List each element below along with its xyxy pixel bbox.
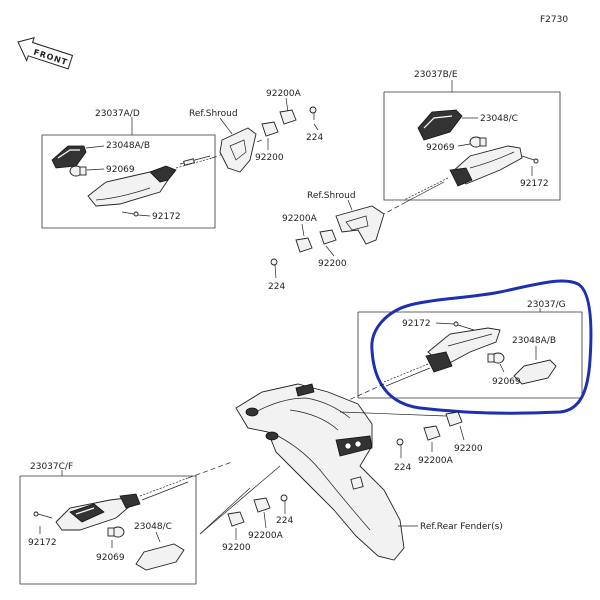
part-label: 92172 [520, 179, 549, 189]
part-label: 92200A [282, 214, 318, 224]
part-label: 92069 [106, 165, 135, 175]
ref-label: Ref.Rear Fender(s) [420, 522, 503, 532]
part-label: 23037B/E [414, 70, 458, 80]
hardware-middle-set: 92200A 92200 224 [268, 214, 347, 292]
turn-signal-front-right-group: 23037B/E 23048/C 92069 92172 [383, 70, 561, 203]
rear-fender: Ref.Rear Fender(s) [235, 383, 503, 561]
turn-signal-front-left-group: 23037A/D 23048A/B 92069 92172 [41, 109, 216, 229]
part-label: 23048/C [480, 114, 518, 124]
part-label: 23048A/B [106, 141, 150, 151]
part-label: 92172 [152, 212, 181, 222]
part-label: 224 [268, 282, 285, 292]
highlight-outline [370, 279, 593, 415]
screw-part [280, 494, 288, 502]
screw-part [270, 258, 278, 266]
lens-part [513, 359, 557, 385]
part-label: 23037A/D [95, 109, 140, 119]
washer-part [261, 121, 279, 137]
part-label: 224 [394, 463, 411, 473]
ref-label: Ref.Shroud [189, 109, 238, 119]
hardware-right-set: 92200 92200A 224 [339, 411, 483, 473]
part-label: 92200 [454, 444, 483, 454]
group-frame [357, 311, 583, 399]
shroud-left-bracket: Ref.Shroud [189, 109, 257, 173]
part-label: 224 [276, 516, 293, 526]
nut-part [295, 237, 313, 253]
part-label: 92069 [492, 377, 521, 387]
hardware-bottom-set: 224 92200A 92200 [199, 465, 293, 553]
shroud-right-bracket: Ref.Shroud [307, 191, 385, 245]
nut-part [253, 497, 271, 513]
part-label: 92200A [266, 89, 302, 99]
group-frame [383, 91, 561, 201]
part-label: 23037C/F [30, 462, 73, 472]
part-label: 224 [306, 133, 323, 143]
part-label: 92200 [255, 153, 284, 163]
washer-part [319, 229, 337, 245]
group-frame [41, 134, 216, 229]
nut-part [445, 411, 463, 427]
part-label: 92172 [28, 538, 57, 548]
fender-body-part [235, 383, 405, 561]
ref-label: Ref.Shroud [307, 191, 356, 201]
washer-part [227, 511, 245, 527]
front-arrow-icon: FRONT [17, 37, 74, 70]
lens-part [135, 543, 185, 571]
part-label: 92200A [418, 456, 454, 466]
part-label: 92200 [318, 259, 347, 269]
screw-part [396, 438, 404, 446]
screw-part [309, 106, 317, 114]
part-label: 92200A [248, 531, 284, 541]
shroud-bracket-part [335, 205, 385, 245]
lens-part [417, 109, 463, 141]
diagram-code: F2730 [540, 15, 568, 25]
part-label: 23048/C [134, 522, 172, 532]
turn-signal-rear-left-group: 23037C/F 92172 92069 23048/C [19, 461, 233, 585]
lens-part [51, 145, 87, 169]
part-label: 92172 [402, 319, 431, 329]
part-label: 23037/G [527, 300, 566, 310]
group-frame [19, 475, 197, 585]
part-label: 23048A/B [512, 336, 556, 346]
washer-part [423, 425, 441, 441]
nut-part [279, 109, 297, 125]
part-label: 92069 [96, 553, 125, 563]
part-label: 92069 [426, 143, 455, 153]
lens-part [69, 503, 105, 523]
part-label: 92200 [222, 543, 251, 553]
hardware-upper-set: 92200A 224 92200 [255, 89, 323, 163]
shroud-bracket-part [219, 127, 257, 173]
